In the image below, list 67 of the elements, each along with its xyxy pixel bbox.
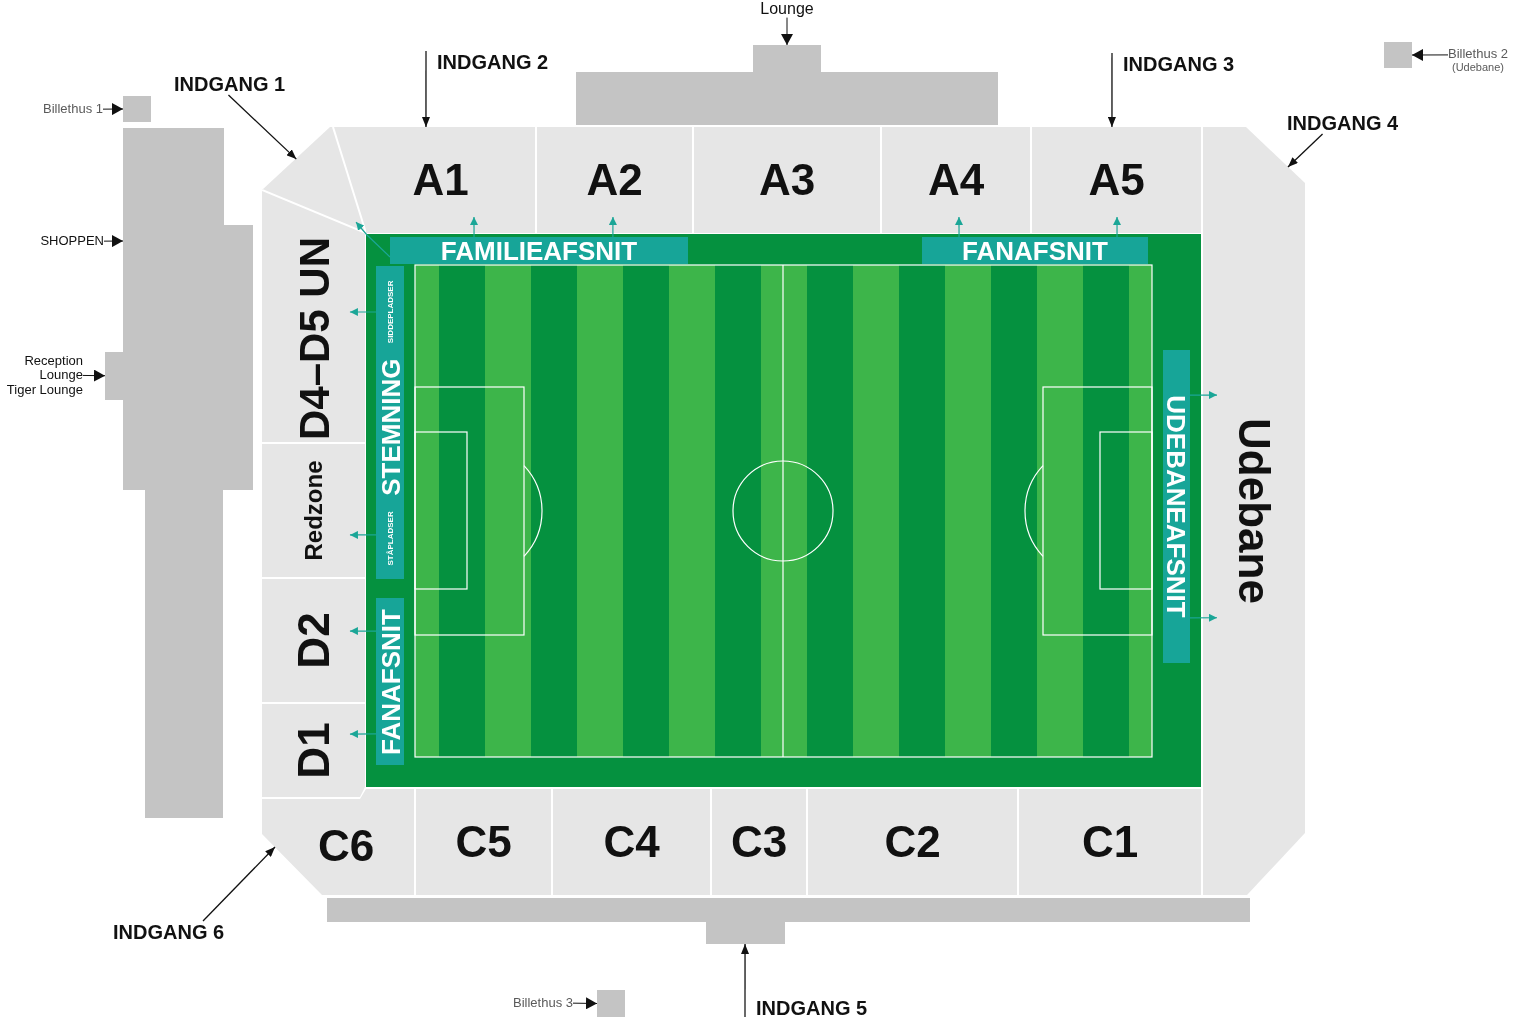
- arrow: [227, 94, 297, 160]
- entrance-label: INDGANG 2: [437, 51, 549, 73]
- stand-section: [694, 127, 880, 233]
- stand-section: [1032, 127, 1201, 233]
- arrow: [608, 216, 617, 238]
- stand-section: [262, 579, 365, 702]
- section-label: C4: [603, 820, 660, 864]
- arrow: [572, 997, 598, 1010]
- entrance-label: INDGANG 4: [1287, 112, 1399, 134]
- stand-section: [553, 789, 710, 895]
- section-label: C1: [1081, 820, 1139, 864]
- stand-section: [537, 127, 692, 233]
- arrow: [1411, 48, 1449, 61]
- arrow: [103, 235, 124, 248]
- entrance-label: INDGANG 3: [1123, 53, 1235, 75]
- entrance-label: INDGANG 1: [174, 73, 286, 95]
- section-label: A2: [586, 158, 643, 202]
- stand-section: [882, 127, 1030, 233]
- arrow: [1113, 216, 1121, 238]
- stand-section: [366, 127, 535, 233]
- stand-section: [262, 444, 365, 577]
- arrow: [1107, 52, 1116, 128]
- section-label: D4–D5 UN: [292, 236, 335, 440]
- arrow: [82, 369, 106, 382]
- stand-section: [262, 789, 414, 895]
- arrow: [422, 50, 430, 128]
- place-label: Billethus 3: [513, 996, 573, 1011]
- arrow: [955, 216, 963, 238]
- section-label: A3: [758, 158, 816, 202]
- section-label: Redzone: [301, 460, 326, 561]
- section-label: A5: [1088, 158, 1145, 202]
- section-label: C5: [455, 820, 512, 864]
- arrow: [202, 846, 276, 922]
- place-label: Billethus 2: [1448, 47, 1508, 62]
- section-label: C3: [730, 820, 788, 864]
- stand-section: [262, 234, 365, 442]
- building: [597, 990, 625, 1017]
- place-label: (Udebane): [1451, 61, 1505, 74]
- section-label: Udebane: [1232, 418, 1276, 604]
- section-label: D1: [291, 722, 336, 779]
- arrow: [781, 17, 793, 46]
- building: [576, 45, 998, 125]
- arrow: [470, 216, 478, 238]
- place-label: Reception: [23, 354, 83, 369]
- place-label: Lounge: [760, 0, 814, 18]
- arrow: [1287, 133, 1324, 168]
- building: [123, 96, 151, 122]
- place-label: Tiger Lounge: [6, 382, 83, 397]
- section-label: C2: [884, 820, 941, 864]
- building: [327, 898, 1250, 944]
- section-label: A4: [927, 158, 985, 202]
- stand-section: [416, 789, 551, 895]
- entrance-label: INDGANG 6: [113, 921, 225, 943]
- stand-section: [712, 789, 806, 895]
- stand-section: [1019, 789, 1201, 895]
- place-label: Lounge: [39, 368, 83, 383]
- place-label: SHOPPEN: [40, 234, 104, 249]
- stand-section: [262, 704, 365, 797]
- stand-section: [808, 789, 1017, 895]
- arrow: [741, 943, 749, 1018]
- section-label: A1: [412, 158, 469, 202]
- entrance-label: INDGANG 5: [756, 997, 868, 1019]
- place-label: Billethus 1: [43, 102, 103, 117]
- arrow: [102, 103, 124, 116]
- building: [1384, 42, 1412, 68]
- section-label: D2: [291, 612, 336, 669]
- section-label: C6: [317, 824, 375, 868]
